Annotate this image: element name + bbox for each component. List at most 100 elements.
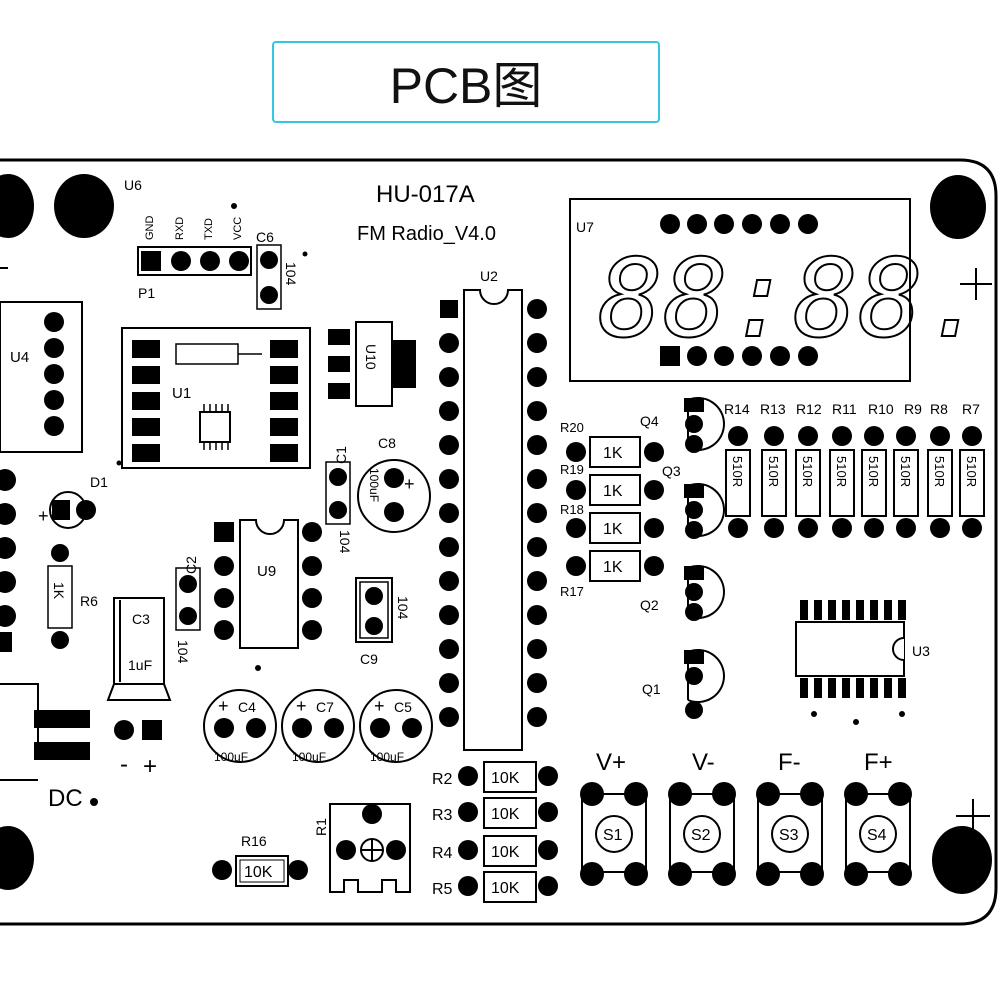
label-c4: C4 [238,699,256,715]
label-u9: U9 [257,563,276,580]
component-u9 [239,519,299,649]
label-c3: C3 [132,611,150,627]
label-r4: R4 [432,845,453,862]
value-r3: 10K [491,806,520,823]
value-510r: 510R [964,456,979,487]
value-510r: 510R [766,456,781,487]
label-q2: Q2 [640,597,659,613]
label-u2: U2 [480,268,498,284]
label-c7: C7 [316,699,334,715]
value-510r: 510R [730,456,745,487]
label-q1: Q1 [642,681,661,697]
capacitor-c7: + [281,689,355,763]
pin-label: GND [144,216,156,241]
value-c7: 100uF [292,750,326,764]
svg-text:+: + [218,696,229,716]
svg-text:+: + [296,696,307,716]
value-c4: 100uF [214,750,248,764]
mounting-hole [932,826,992,894]
transistor-q3 [684,483,725,539]
label-r19: R19 [560,462,584,477]
label-c2: C2 [183,556,199,574]
transistor-q2 [684,565,725,621]
resistor-r9: 510R [893,426,919,538]
label-r16: R16 [241,833,267,849]
label-r1: R1 [313,818,329,836]
label-s3: S3 [779,827,799,844]
value-510r: 510R [834,456,849,487]
label-d1: D1 [90,474,108,490]
value-c2: 104 [175,640,191,664]
label-r9: R9 [904,401,922,417]
label-u10: U10 [363,344,379,370]
plus-sign: + [143,753,157,780]
label-s2: S2 [691,827,711,844]
label-r18: R18 [560,502,584,517]
capacitor-c9 [355,577,393,643]
value-r17: 1K [603,559,623,576]
display-digits: 88:88. [598,237,988,362]
capacitor-c3 [113,597,165,685]
page-title: PCB图 [389,58,543,114]
pin-label: RXD [174,217,186,240]
label-c6: C6 [256,229,274,245]
label-u6: U6 [124,177,142,193]
label-u7: U7 [576,219,594,235]
label-q3: Q3 [662,463,681,479]
value-510r: 510R [898,456,913,487]
label-c9: C9 [360,651,378,667]
label-p1: P1 [138,285,155,301]
label-fplus: F+ [864,749,893,776]
label-r13: R13 [760,401,786,417]
label-r6: R6 [80,593,98,609]
capacitor-c4: + [203,689,277,763]
label-c8: C8 [378,435,396,451]
value-c8: 100uF [367,468,381,502]
resistor-r11: 510R [829,426,855,538]
title-box: PCB图 [272,41,660,123]
switch-s3[interactable]: S3 [756,782,824,886]
capacitor-c5: + [359,689,433,763]
resistor-r8: 510R [927,426,953,538]
mounting-hole [0,174,34,238]
label-vminus: V- [692,749,715,776]
svg-text:+: + [38,506,49,526]
pin-label: VCC [232,217,244,240]
potentiometer-r1 [329,803,411,893]
label-q4: Q4 [640,413,659,429]
value-510r: 510R [866,456,881,487]
label-r14: R14 [724,401,750,417]
svg-text:+: + [404,474,415,494]
value-c9: 104 [395,596,411,620]
label-fminus: F- [778,749,801,776]
label-r8: R8 [930,401,948,417]
component-u4 [0,301,83,453]
value-r18: 1K [603,521,623,538]
switch-s1[interactable]: S1 [580,782,648,886]
svg-text:+: + [374,696,385,716]
value-r19: 1K [603,483,623,500]
capacitor-c8 [357,459,431,533]
label-u1: U1 [172,385,191,402]
transistor-q4 [684,397,725,453]
board-model: HU-017A [376,181,475,208]
label-c5: C5 [394,699,412,715]
label-r12: R12 [796,401,822,417]
value-r4: 10K [491,844,520,861]
resistor-r10: 510R [861,426,887,538]
label-r20: R20 [560,420,584,435]
resistor-r14: 510R [725,426,751,538]
component-u1 [121,327,311,469]
header-p1 [137,246,252,276]
label-r5: R5 [432,881,453,898]
label-r3: R3 [432,807,453,824]
mounting-hole [0,826,34,890]
switch-s2[interactable]: S2 [668,782,736,886]
mounting-hole [54,174,114,238]
component-u3 [795,621,905,677]
plus-marker [956,268,992,833]
resistor-r7: 510R [959,426,985,538]
label-vplus: V+ [596,749,626,776]
switch-s4[interactable]: S4 [844,782,912,886]
